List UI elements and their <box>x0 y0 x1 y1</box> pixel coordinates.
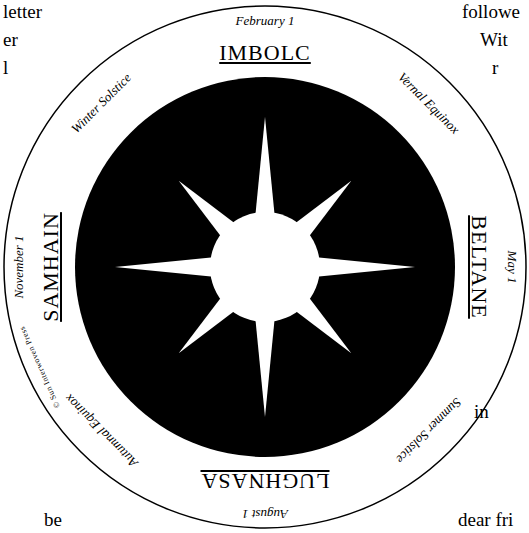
text-fragment: dear fri <box>458 510 513 529</box>
text-fragment: be <box>44 510 62 529</box>
text-fragment: r <box>492 58 498 77</box>
sun-disk <box>210 212 320 322</box>
date-label: February 1 <box>236 14 295 27</box>
text-fragment: letter <box>3 2 42 21</box>
text-fragment: Wit <box>480 30 508 49</box>
date-label: November 1 <box>12 235 25 298</box>
sun-rays <box>115 117 415 417</box>
sun-ray <box>314 257 415 277</box>
text-fragment: in <box>474 402 489 421</box>
text-fragment: er <box>3 30 18 49</box>
date-label: August 1 <box>242 508 288 521</box>
festival-name: BELTANE <box>468 215 490 318</box>
black-disk <box>75 77 455 457</box>
sun-ray <box>255 117 275 218</box>
outer-ring <box>4 6 526 528</box>
festival-name: SAMHAIN <box>40 212 62 322</box>
text-fragment: followe <box>462 2 520 21</box>
festival-name: IMBOLC <box>219 42 311 64</box>
sun-ray <box>115 257 216 277</box>
text-fragment: l <box>3 58 8 77</box>
date-label: May 1 <box>506 251 519 284</box>
sun-ray <box>255 316 275 417</box>
festival-name: LUGHNASA <box>201 470 330 492</box>
